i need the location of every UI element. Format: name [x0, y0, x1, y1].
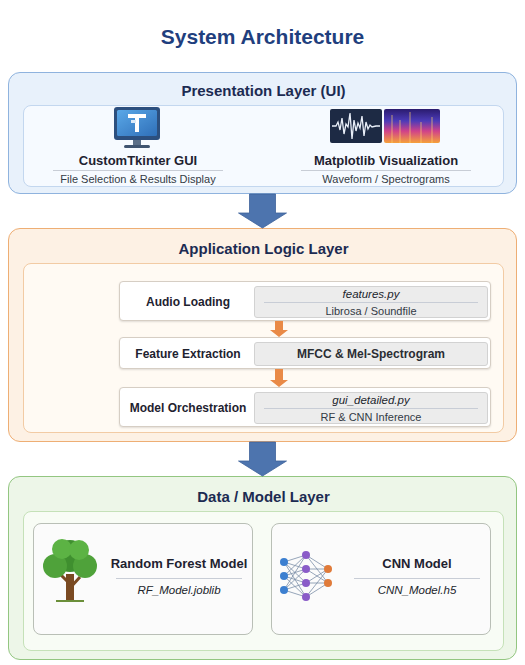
- neural-network-icon: [280, 551, 332, 601]
- component-subtitle-holder: Waveform / Spectrograms: [301, 170, 471, 186]
- inference-name: RF & CNN Inference: [321, 411, 422, 423]
- model-title-holder: CNN Model: [344, 552, 490, 574]
- flow-arrow: [270, 369, 288, 387]
- process-name: Audio Loading: [146, 295, 230, 309]
- module-file-holder: features.py: [254, 286, 488, 301]
- layer-band: Data / Model LayerRandom Forest ModelRF_…: [8, 476, 517, 660]
- process-name: Feature Extraction: [135, 347, 240, 361]
- model-title: Random Forest Model: [111, 556, 248, 571]
- component-block: CustomTkinter GUI File Selection & Result…: [33, 109, 243, 185]
- process-name: Model Orchestration: [130, 401, 247, 415]
- model-file: CNN_Model.h5: [378, 584, 457, 596]
- diagram-title: System Architecture: [161, 25, 364, 49]
- layer-heading-holder: Data / Model Layer: [9, 485, 518, 507]
- library-name-holder: Librosa / Soundfile: [264, 302, 478, 318]
- waveform-spectrogram-icon: [330, 109, 440, 143]
- model-file-holder: CNN_Model.h5: [354, 578, 480, 600]
- component-title: Matplotlib Visualization: [314, 153, 458, 168]
- component-subtitle: Waveform / Spectrograms: [322, 173, 449, 185]
- layer-band: Presentation Layer (UI) CustomTkinter GUI…: [8, 72, 517, 194]
- layer-heading-holder: Application Logic Layer: [9, 237, 518, 259]
- layer-heading: Application Logic Layer: [178, 240, 348, 257]
- process-name-holder: Model Orchestration: [124, 388, 252, 428]
- layer-heading: Presentation Layer (UI): [181, 82, 345, 99]
- layer-heading: Data / Model Layer: [197, 488, 330, 505]
- model-file: RF_Model.joblib: [137, 584, 220, 596]
- process-name-holder: Feature Extraction: [124, 338, 252, 370]
- model-title: CNN Model: [382, 556, 451, 571]
- feature-name-holder: MFCC & Mel-Spectrogram: [254, 342, 488, 366]
- module-file: features.py: [343, 288, 400, 300]
- flow-arrow: [270, 321, 288, 337]
- inference-name-holder: RF & CNN Inference: [264, 408, 478, 424]
- layer-band: Application Logic LayerAudio Loading feat…: [8, 228, 517, 442]
- component-title-holder: Matplotlib Visualization: [281, 151, 491, 169]
- layer-arrow: [239, 442, 287, 476]
- component-subtitle: File Selection & Results Display: [60, 173, 215, 185]
- layer-heading-holder: Presentation Layer (UI): [9, 79, 518, 101]
- component-subtitle-holder: File Selection & Results Display: [53, 170, 223, 186]
- model-card: CNN ModelCNN_Model.h5: [271, 523, 491, 635]
- monitor-icon: [114, 107, 160, 148]
- diagram-title-holder: System Architecture: [0, 20, 525, 54]
- component-block: Matplotlib VisualizationWaveform / Spect…: [281, 109, 491, 185]
- layer-arrow: [239, 194, 287, 228]
- process-name-holder: Audio Loading: [124, 282, 252, 322]
- tree-icon: [43, 539, 97, 601]
- model-title-holder: Random Forest Model: [106, 552, 252, 574]
- feature-name: MFCC & Mel-Spectrogram: [297, 347, 445, 361]
- model-card: Random Forest ModelRF_Model.joblib: [33, 523, 253, 635]
- library-name: Librosa / Soundfile: [325, 305, 416, 317]
- component-title: CustomTkinter GUI: [79, 153, 197, 168]
- module-file: gui_detailed.py: [332, 394, 409, 406]
- component-title-holder: CustomTkinter GUI: [33, 151, 243, 169]
- process-row: Feature Extraction MFCC & Mel-Spectrogram: [119, 337, 491, 369]
- process-row: Audio Loading features.pyLibrosa / Soundf…: [119, 281, 491, 321]
- module-file-holder: gui_detailed.py: [254, 392, 488, 407]
- process-row: Model Orchestration gui_detailed.py RF & C…: [119, 387, 491, 427]
- model-file-holder: RF_Model.joblib: [116, 578, 242, 600]
